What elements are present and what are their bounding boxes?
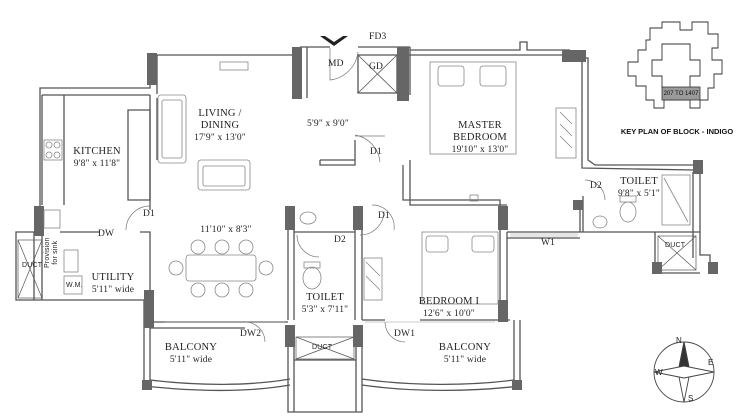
toilet1-label: TOILET 9'8" x 5'1" <box>618 176 660 199</box>
master-bedroom-label: MASTER BEDROOM 19'10" x 13'0" <box>451 120 509 155</box>
door-fd3: FD3 <box>369 32 387 42</box>
duct-center-label: DUCT <box>312 344 333 351</box>
dining-area-dims: 11'10" x 8'3" <box>200 225 252 235</box>
compass-w: W <box>655 368 663 377</box>
structural-columns <box>34 47 718 390</box>
living-label: LIVING / DINING 17'9" x 13'0" <box>194 108 246 143</box>
key-plan-title: KEY PLAN OF BLOCK - INDIGO <box>620 127 734 136</box>
door-d1-kitchen: D1 <box>143 209 156 219</box>
bedroom1-label: BEDROOM I 12'6" x 10'0" <box>418 296 480 319</box>
wall-master-east <box>574 55 696 172</box>
compass-s: S <box>688 394 694 403</box>
duct-left <box>17 239 43 299</box>
bath-fixtures <box>299 174 691 290</box>
washing-machine-label: W.M. <box>66 282 83 289</box>
door-d1-master: D1 <box>370 147 383 157</box>
door-d2-toilet1: D2 <box>590 181 603 191</box>
door-dw1: DW1 <box>394 329 416 339</box>
door-dw: DW <box>98 229 115 239</box>
duct-right-label: DUCT <box>665 242 686 249</box>
provision-sink-label: Provision for sink <box>44 237 59 268</box>
kitchen-label: KITCHEN 9'8" x 11'8" <box>73 146 121 169</box>
kitchen-fixtures <box>43 139 83 295</box>
master-furniture <box>429 61 577 202</box>
window-w1: W1 <box>541 238 556 248</box>
door-gd: GD <box>369 62 384 72</box>
door-md: MD <box>328 59 344 69</box>
balcony-right-label: BALCONY 5'11" wide <box>438 342 492 365</box>
key-plan-unit-range: 207 TO 1407 <box>663 91 699 97</box>
door-d1-bedroom: D1 <box>378 211 391 221</box>
passage-dims: 5'9" x 9'0" <box>307 119 349 129</box>
balcony-left-label: BALCONY 5'11" wide <box>164 342 218 365</box>
compass-n: N <box>676 336 682 345</box>
living-furniture <box>157 61 274 298</box>
bedroom1-furniture <box>363 231 499 305</box>
duct-right <box>657 235 697 271</box>
door-dw2: DW2 <box>240 329 262 339</box>
wall-kitchen-north <box>39 55 151 232</box>
door-swings <box>125 48 606 343</box>
door-d2-toilet2: D2 <box>334 235 347 245</box>
duct-left-label: DUCT <box>22 262 43 269</box>
compass-e: E <box>708 358 714 367</box>
compass-icon <box>653 341 715 403</box>
key-plan-highlight <box>661 86 701 101</box>
utility-label: UTILITY 5'11" wide <box>91 272 135 295</box>
entry-arrow-icon <box>320 36 348 46</box>
duct-center <box>295 336 355 360</box>
toilet2-label: TOILET 5'3" x 7'11" <box>301 292 349 315</box>
wall-toilet1-east <box>699 172 711 270</box>
